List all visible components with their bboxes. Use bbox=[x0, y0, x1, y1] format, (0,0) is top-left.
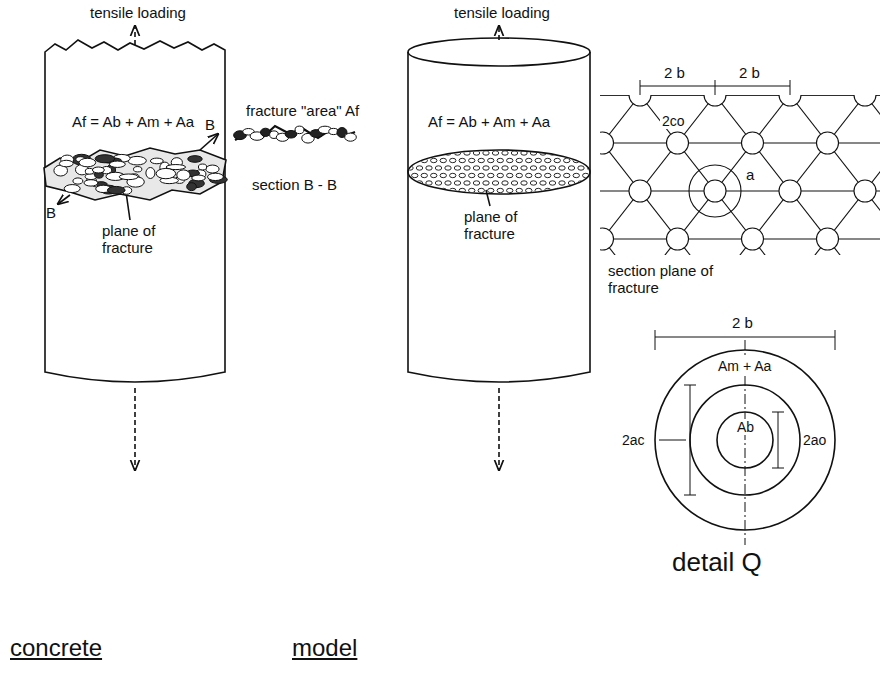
label: 2ac bbox=[620, 432, 647, 448]
label: plane of fracture bbox=[100, 222, 184, 257]
label: model bbox=[290, 634, 359, 662]
label: 2 b bbox=[737, 64, 762, 81]
label: fracture "area" Af bbox=[244, 102, 361, 119]
label: Af = Ab + Am + Aa bbox=[426, 113, 552, 130]
concrete-fracture-plane bbox=[44, 148, 227, 200]
label: Af = Ab + Am + Aa bbox=[70, 113, 196, 130]
label: detail Q bbox=[670, 548, 764, 578]
label: 2 b bbox=[730, 314, 755, 331]
label: B bbox=[44, 204, 58, 221]
label: Am + Aa bbox=[716, 358, 773, 374]
label: section plane of fracture bbox=[606, 262, 735, 297]
label: 2co bbox=[660, 113, 687, 129]
model-cylinder bbox=[408, 52, 590, 382]
label: Ab bbox=[735, 419, 756, 435]
label: a bbox=[744, 166, 756, 183]
detail-q-circles bbox=[655, 330, 835, 545]
section-b-b bbox=[234, 126, 357, 143]
model-fracture-plane bbox=[407, 151, 599, 193]
label: B bbox=[203, 116, 217, 133]
label: tensile loading bbox=[452, 4, 552, 21]
label: tensile loading bbox=[88, 4, 188, 21]
label: concrete bbox=[8, 634, 104, 662]
label: plane of fracture bbox=[462, 208, 546, 243]
concrete-cylinder bbox=[45, 40, 225, 382]
label: 2 b bbox=[662, 64, 687, 81]
label: section B - B bbox=[250, 176, 339, 193]
label: 2ao bbox=[801, 432, 828, 448]
